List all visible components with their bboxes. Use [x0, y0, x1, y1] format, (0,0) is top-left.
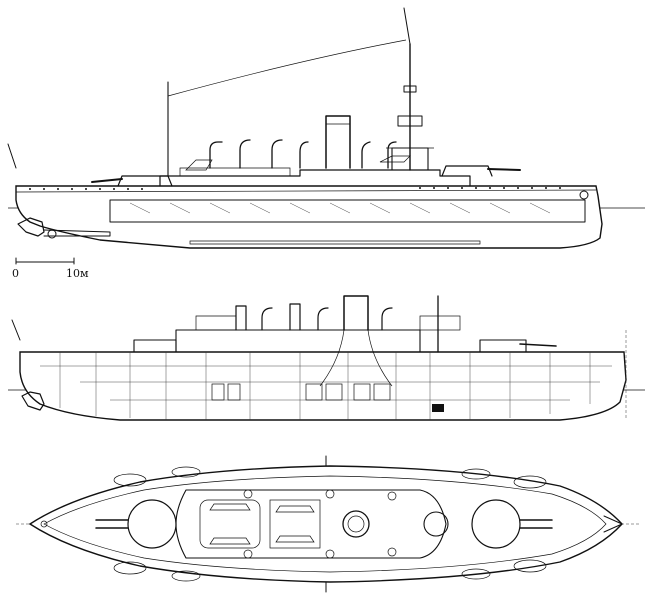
ventilator-4 [299, 141, 309, 169]
plan-fore-turret [471, 499, 521, 549]
ventilator-6 [387, 141, 397, 169]
plan-deck-edge [43, 475, 607, 573]
section-fore-turret [479, 339, 527, 353]
scale-start-label: 0 [12, 267, 19, 280]
section-superstructure [175, 329, 421, 353]
funnel [325, 115, 351, 169]
inboard-profile [8, 295, 645, 421]
aft-gun-barrel [91, 178, 123, 183]
plan-boats [209, 503, 315, 545]
ventilator-1 [209, 141, 223, 169]
plan-conning-tower [423, 511, 449, 537]
plan-ventilators [243, 489, 397, 559]
plan-funnel-inner [347, 515, 365, 533]
belt-hatching [129, 202, 551, 214]
ventilator-3 [271, 139, 283, 169]
magazine [432, 404, 444, 412]
fighting-top [403, 85, 417, 93]
scale-bar: 0 10м [12, 257, 89, 280]
sheer-line [15, 189, 597, 193]
ventilator-2 [239, 139, 251, 169]
bilge-keel [189, 240, 481, 245]
section-ensign-staff [11, 319, 21, 341]
aft-turret [117, 175, 173, 187]
fore-topmast [403, 7, 411, 45]
hull-profile [15, 185, 603, 249]
deck-plan [16, 455, 640, 593]
plan-stern-post [40, 520, 48, 528]
boat-1 [185, 159, 213, 171]
section-aft-turret [133, 339, 177, 353]
plan-aft-deckhouse [199, 499, 261, 549]
armor-belt [109, 199, 586, 223]
plan-funnel [342, 510, 370, 538]
section-rudder [21, 391, 45, 411]
plan-boat-deck [269, 499, 321, 549]
sponsons [113, 466, 547, 582]
plan-superstructure [175, 489, 447, 559]
antenna-wire [167, 39, 407, 97]
boilers [211, 383, 391, 401]
section-vent-4 [317, 307, 329, 331]
funnel-uptakes [319, 329, 393, 387]
fore-turret [441, 165, 493, 177]
section-fore-gun [519, 343, 557, 347]
section-vent-1 [235, 305, 247, 331]
aft-deckhouse [179, 167, 291, 176]
scale-end-label: 10м [66, 267, 89, 280]
ventilator-5 [361, 141, 371, 169]
ensign-staff [7, 143, 17, 169]
plan-bow-tip [603, 515, 623, 533]
hawse-anchor [579, 190, 589, 200]
superstructure [159, 169, 471, 187]
propeller [47, 229, 57, 239]
section-deckhouse [195, 315, 237, 330]
section-vent-3 [289, 303, 301, 331]
portholes [29, 187, 561, 190]
bulkheads [59, 352, 591, 420]
section-bridge [419, 315, 461, 331]
fore-top-platform [397, 115, 423, 127]
propeller-shaft [43, 229, 111, 237]
outboard-profile [7, 7, 645, 249]
section-funnel [343, 295, 369, 331]
rudder [17, 217, 45, 237]
boat-2 [379, 155, 411, 163]
plan-hull [28, 465, 623, 583]
fore-gun-barrel [487, 168, 521, 171]
section-vent-5 [381, 307, 393, 331]
section-hull [19, 351, 627, 421]
section-vent-2 [261, 307, 273, 331]
